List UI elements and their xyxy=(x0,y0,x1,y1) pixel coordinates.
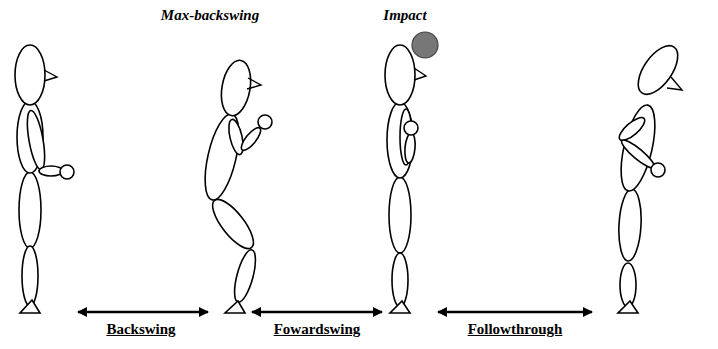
stick-figure-followthrough xyxy=(614,39,685,313)
torso xyxy=(198,111,245,203)
forearm xyxy=(404,133,417,164)
upper-arm xyxy=(24,109,48,171)
hand xyxy=(258,115,272,129)
forearm xyxy=(238,125,263,153)
shin xyxy=(22,246,38,306)
phase-arrow xyxy=(438,311,592,314)
thigh xyxy=(617,188,643,261)
head xyxy=(385,45,415,105)
phase-label: Followthrough xyxy=(468,322,563,337)
phase-title: Max-backswing xyxy=(161,8,259,23)
thigh xyxy=(389,177,411,253)
shin xyxy=(620,263,636,307)
beak xyxy=(44,70,57,81)
stick-figure-address xyxy=(15,45,74,313)
head xyxy=(630,39,685,101)
phase-title: Impact xyxy=(383,8,426,23)
shin xyxy=(392,253,408,307)
thigh xyxy=(206,194,260,255)
phase-label: Fowardswing xyxy=(274,322,361,337)
beak xyxy=(667,77,682,90)
foot xyxy=(390,301,410,313)
beak xyxy=(247,78,261,89)
ball xyxy=(412,32,438,58)
head xyxy=(15,45,45,105)
shin xyxy=(230,248,259,304)
hand xyxy=(60,165,74,179)
foot xyxy=(618,301,638,313)
torso xyxy=(614,102,661,194)
thigh xyxy=(19,172,41,248)
phase-label: Backswing xyxy=(106,322,175,337)
foot xyxy=(225,301,245,313)
phase-arrow xyxy=(252,311,382,314)
hand xyxy=(404,121,418,135)
beak xyxy=(414,68,426,80)
foot xyxy=(20,300,40,313)
phase-arrow xyxy=(78,311,208,314)
stick-figure-impact xyxy=(385,32,438,313)
upper-arm xyxy=(616,114,648,144)
stick-figure-backswing xyxy=(198,58,272,313)
hand xyxy=(651,163,665,177)
